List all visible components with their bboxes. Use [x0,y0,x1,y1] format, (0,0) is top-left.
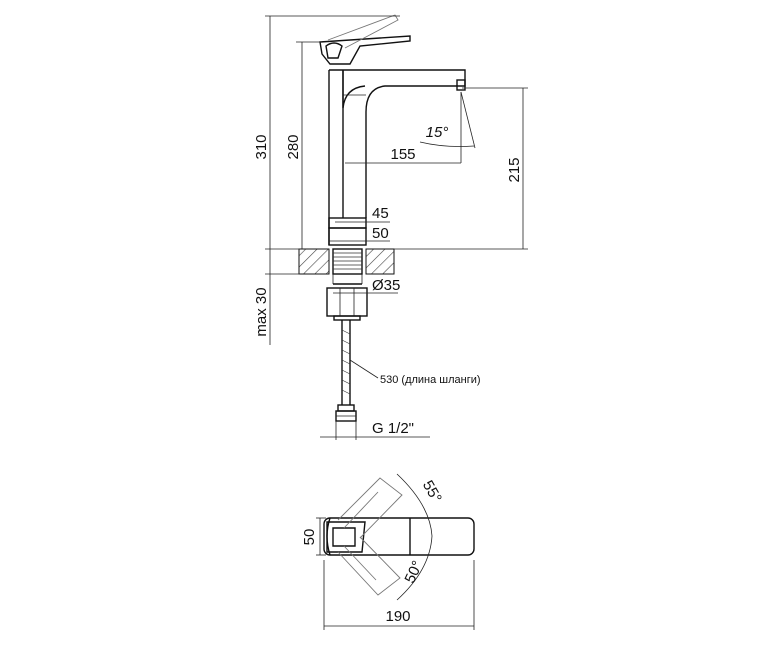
handle [319,14,411,65]
label-d35: Ø35 [372,277,400,294]
label-angle-50: 50° [401,558,426,586]
dimension-labels-side: 310 280 155 215 15° 45 50 Ø35 max 30 530… [253,124,523,437]
label-g12: G 1/2" [372,420,414,437]
label-hose-length: 530 (длина шланги) [380,374,481,386]
side-view: 310 280 155 215 15° 45 50 Ø35 max 30 530… [253,14,528,440]
label-155: 155 [390,146,415,163]
label-215: 215 [506,157,523,182]
handle-rotations [337,473,433,601]
label-max30: max 30 [253,287,270,336]
top-view: 50 190 55° 50° [301,473,475,630]
label-top-190: 190 [385,608,410,625]
dimension-lines-top [316,517,475,630]
label-280: 280 [285,134,302,159]
countertop-section [298,248,395,285]
dimension-labels-top: 50 190 55° 50° [301,478,445,625]
label-45: 45 [372,205,389,222]
label-50: 50 [372,225,389,242]
label-angle-55: 55° [419,478,445,506]
flex-hose [335,320,357,422]
faucet-body [328,69,466,246]
top-body [323,517,475,556]
label-310: 310 [253,134,270,159]
label-15deg: 15° [426,124,449,141]
label-top-50: 50 [301,529,318,546]
dimension-lines-side [265,15,528,440]
